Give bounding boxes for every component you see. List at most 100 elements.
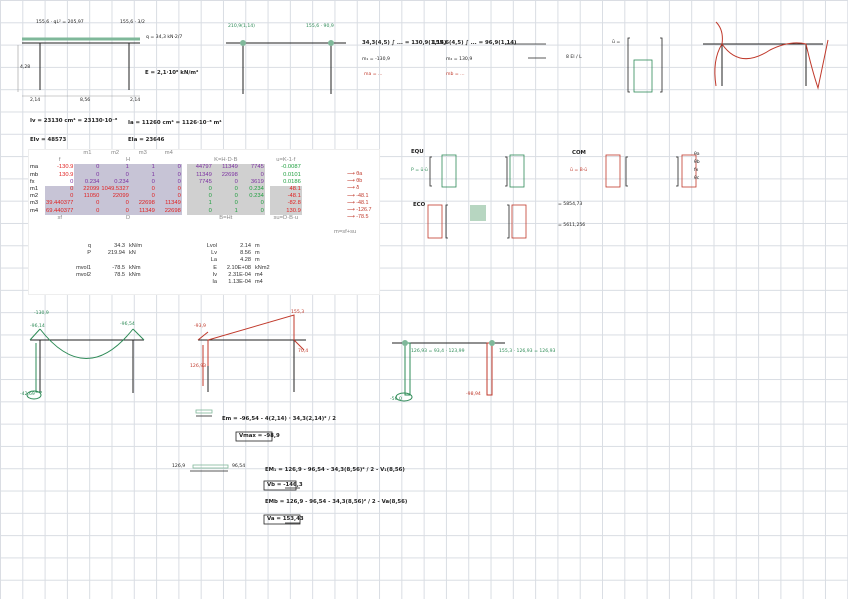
note-frame-height: 4,28: [20, 65, 31, 70]
header-u: u=K-1·f: [276, 157, 296, 164]
note-inertia-1: Iv = 23130 cm⁴ = 23130·10⁻⁸: [30, 118, 118, 124]
param-value: 1.13E-04: [228, 278, 251, 285]
param-unit: m: [255, 257, 260, 264]
cell-k: 0.234: [238, 193, 265, 201]
cell-k: 0: [212, 178, 239, 186]
cell-k: 1: [212, 207, 239, 215]
note-d3-bottom: -98,94: [466, 392, 481, 397]
cell-k: 22698: [212, 171, 239, 179]
cell-u: 0.0186: [283, 178, 301, 185]
cell-h: 0: [100, 200, 130, 208]
note-d3-right: 155,3 · 126,93 = 126,93: [499, 349, 556, 354]
cell-f: 0: [70, 178, 74, 185]
header-h: H: [126, 157, 131, 164]
note-d2-left: -93,9: [194, 324, 206, 329]
col-header-m1: m1: [83, 150, 92, 157]
cell-k: 0: [238, 200, 265, 208]
note-eq1: 34,3(4,5) ∫ ... = 130,9(1,14): [362, 40, 447, 46]
param-value: 78.5: [114, 271, 125, 278]
arrow-icon: ⟶: [347, 206, 357, 213]
note-calc-left: 126,9: [172, 464, 186, 469]
note-frame2-left: 210,9(1,14): [228, 24, 255, 29]
cell-h: 0: [155, 185, 182, 194]
note-calc3: EMb = 126,9 - 96,54 - 34,3(8,56)² / 2 - …: [265, 499, 408, 505]
cell-u: 0.0101: [283, 171, 301, 178]
note-frame-top-right: 155,6 · 3/2: [120, 20, 145, 25]
note-fx: fx: [694, 168, 699, 173]
cell-k: 1: [186, 200, 213, 208]
note-d3-side-bottom: -56,0: [390, 397, 402, 402]
row-label: m4: [30, 207, 39, 214]
cell-k: 0: [212, 200, 239, 208]
arrow-icon: ⟶: [347, 199, 357, 206]
note-calc2-box: Vb = -146,3: [267, 482, 303, 488]
note-inertia-2: Ia = 11260 cm⁴ = 1126·10⁻⁸ m⁴: [128, 120, 222, 126]
param-name: Ia: [212, 278, 217, 285]
param-row: Ia 1.13E-04 m4: [189, 279, 270, 286]
cell-h: 0: [100, 207, 130, 215]
note-com-label: COM: [572, 150, 586, 156]
note-eq-ma: ma = ...: [364, 72, 383, 77]
calc-boxes: [235, 431, 301, 525]
cell-u: 130.9: [269, 207, 302, 215]
cell-k: 11349: [212, 164, 239, 172]
axial-diagram-3: [392, 340, 505, 402]
cell-h: 22099: [100, 193, 130, 201]
cell-k: 44797: [186, 164, 213, 172]
arrow-icon: ⟶: [347, 185, 357, 192]
row-label: ma: [30, 164, 39, 171]
note-result-eco-2: = 5611,256: [558, 223, 586, 228]
cell-h: 0.234: [74, 178, 101, 186]
param-unit: kNm: [129, 271, 141, 278]
cell-k: 0: [186, 207, 213, 215]
note-d2-right: 155,3: [291, 310, 305, 315]
cell-k: 0: [238, 171, 265, 179]
param-unit: kN: [129, 250, 136, 257]
cell-h: 0.234: [100, 178, 130, 186]
param-name: La: [210, 257, 217, 264]
param-name: q: [87, 243, 91, 249]
arrow-icon: ⟶: [347, 178, 357, 185]
stiffness-table: m1 m2 m3 m4 f H K=H·D·B u=K-1·f ma-130.9…: [29, 150, 302, 222]
cell-f: -130.9: [56, 164, 74, 171]
arrow-note-text: -78.5: [356, 214, 369, 221]
arrow-note-text: -48.1: [356, 199, 369, 206]
row-label: m2: [30, 193, 39, 200]
note-theta-a: θa: [694, 152, 700, 157]
cell-h: 0: [129, 185, 156, 194]
cell-u: -82.8: [269, 200, 302, 208]
cell-k: 0: [212, 193, 239, 201]
cell-h: 0: [129, 193, 156, 201]
param-name: mvol1: [76, 264, 91, 271]
cell-f: 69.440377: [45, 207, 75, 215]
cell-u: -48.1: [269, 193, 302, 201]
note-calc1-box: Vmax = -98,9: [239, 433, 280, 439]
cell-h: 0: [74, 207, 101, 215]
param-unit: m4: [255, 278, 263, 285]
note-calc3-box: Va = 153,43: [267, 516, 304, 522]
note-matrix-u: ū =: [612, 40, 621, 45]
cell-k: 0: [186, 185, 213, 194]
note-d1-right: -96,54: [120, 322, 135, 327]
row-label: mb: [30, 171, 39, 178]
arrow-note-text: δ: [356, 185, 360, 192]
header-m: m=sf+su: [334, 229, 357, 235]
cell-h: 1049.5327: [100, 185, 130, 194]
cell-h: 0: [155, 193, 182, 201]
header-d: D: [126, 214, 131, 221]
note-bottom-c: 2,14: [130, 98, 141, 103]
cell-k: 0: [186, 193, 213, 201]
arrow-note: ⟶ θa: [347, 171, 372, 178]
cell-k: 0: [212, 185, 239, 194]
note-d1-left: -96,14: [30, 324, 45, 329]
